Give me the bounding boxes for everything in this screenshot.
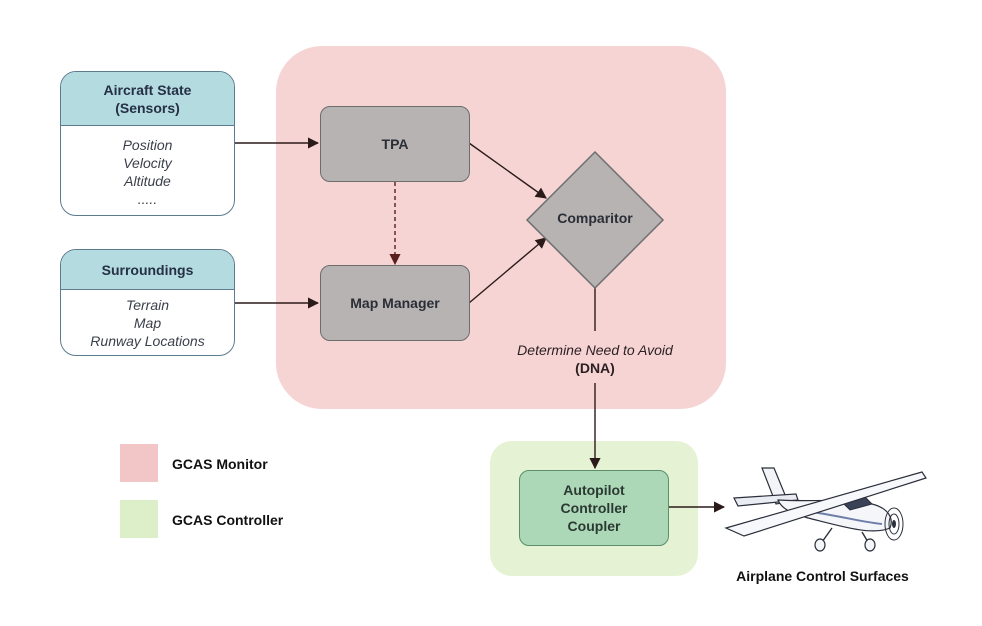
tpa-node: TPA bbox=[320, 106, 470, 182]
map-manager-node: Map Manager bbox=[320, 265, 470, 341]
comparitor-label: Comparitor bbox=[557, 210, 633, 226]
autopilot-node: Autopilot Controller Coupler bbox=[519, 470, 669, 546]
dna-line1: Determine Need to Avoid bbox=[517, 342, 673, 358]
aircraft-state-header: Aircraft State (Sensors) bbox=[61, 72, 234, 126]
comparitor-diamond bbox=[525, 150, 665, 290]
aircraft-state-body: Position Velocity Altitude ..... bbox=[61, 126, 234, 208]
autopilot-label: Autopilot Controller Coupler bbox=[560, 482, 628, 534]
aircraft-state-card: Aircraft State (Sensors) Position Veloci… bbox=[60, 71, 235, 216]
legend-monitor-swatch bbox=[120, 444, 158, 482]
aircraft-state-item: Position bbox=[122, 137, 173, 153]
edge-tpa-to-comparitor bbox=[468, 142, 547, 199]
dna-label: Determine Need to Avoid (DNA) bbox=[495, 341, 695, 377]
edge-map-to-comparitor bbox=[468, 237, 547, 304]
aircraft-state-title: Aircraft State bbox=[103, 81, 192, 98]
surroundings-body: Terrain Map Runway Locations bbox=[61, 290, 234, 350]
map-manager-label: Map Manager bbox=[350, 295, 440, 311]
legend-controller-label: GCAS Controller bbox=[172, 512, 284, 528]
airplane-icon bbox=[724, 467, 927, 552]
surroundings-item: Map bbox=[133, 315, 162, 331]
surroundings-header: Surroundings bbox=[61, 250, 234, 290]
aircraft-state-subtitle: (Sensors) bbox=[115, 99, 180, 116]
aircraft-state-item: Altitude bbox=[124, 173, 171, 189]
tpa-label: TPA bbox=[381, 136, 409, 152]
legend-controller-swatch bbox=[120, 500, 158, 538]
aircraft-state-item: Velocity bbox=[123, 155, 172, 171]
surroundings-item: Terrain bbox=[125, 297, 170, 313]
surroundings-card: Surroundings Terrain Map Runway Location… bbox=[60, 249, 235, 356]
legend-monitor-label: GCAS Monitor bbox=[172, 456, 268, 472]
aircraft-state-item: ..... bbox=[137, 191, 158, 207]
surroundings-title: Surroundings bbox=[101, 261, 194, 278]
airplane-label: Airplane Control Surfaces bbox=[736, 568, 909, 584]
dna-line2: (DNA) bbox=[575, 360, 615, 376]
surroundings-item: Runway Locations bbox=[90, 333, 205, 349]
